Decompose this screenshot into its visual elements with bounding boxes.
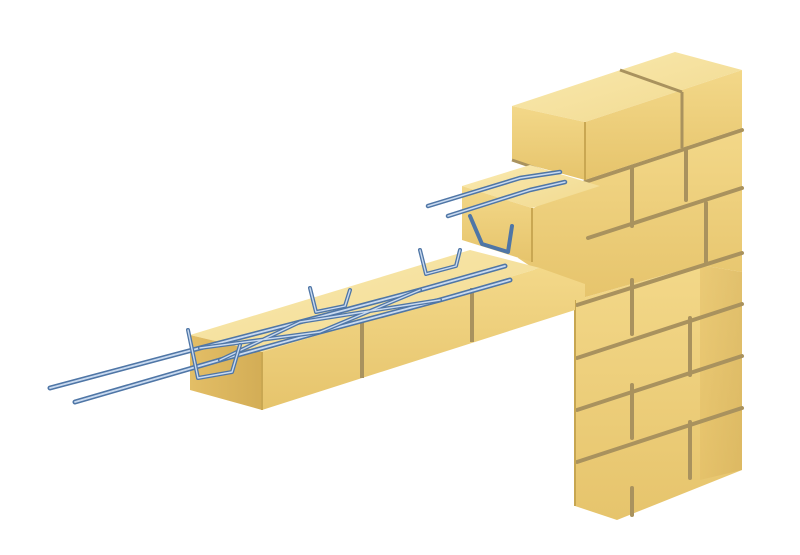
brick-pier — [518, 128, 744, 520]
pier-side-face — [700, 265, 742, 480]
tie-end-hook — [468, 214, 514, 254]
inner-leaf-bricks — [190, 250, 585, 410]
pier-top-brick — [511, 52, 742, 187]
pier-mortar-joints — [575, 128, 744, 517]
wall-tie-wires — [47, 169, 568, 405]
leaf-front-face — [262, 268, 585, 410]
